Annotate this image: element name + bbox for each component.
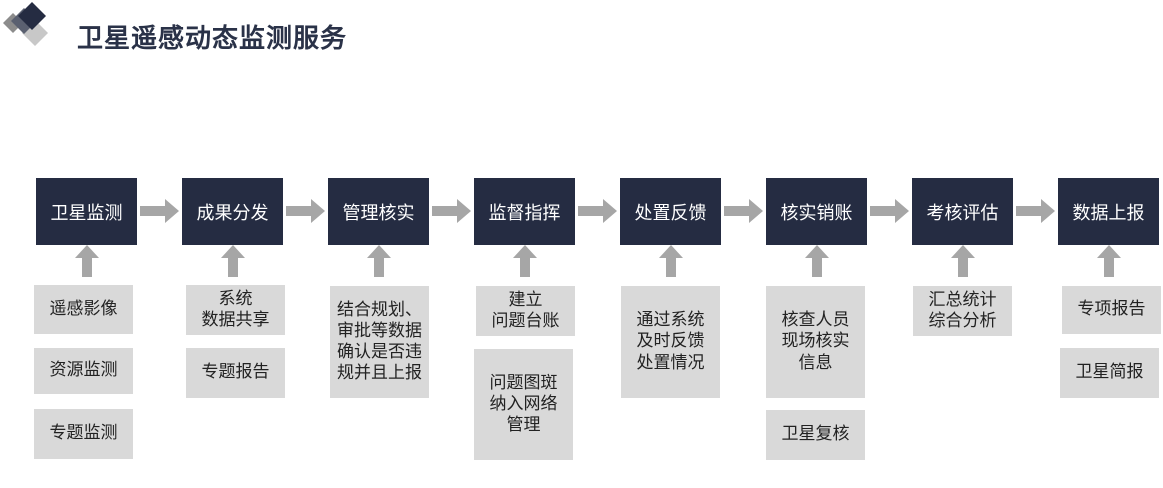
step-detail-text: 专题报告 xyxy=(202,362,270,383)
step-detail-line: 系统 xyxy=(218,288,253,309)
step-detail-text: 通过系统及时反馈处置情况 xyxy=(637,310,705,374)
step-detail-line: 卫星简报 xyxy=(1075,362,1144,383)
step-detail-line: 审批等数据 xyxy=(337,320,422,341)
step-detail-text: 汇总统计综合分析 xyxy=(929,290,997,333)
process-step: 数据上报 xyxy=(1058,178,1159,245)
process-step: 监督指挥 xyxy=(474,178,575,245)
flow-arrow-up-icon xyxy=(512,245,537,277)
process-step: 考核评估 xyxy=(912,178,1013,245)
logo-icon xyxy=(3,2,48,46)
step-detail-box: 卫星简报 xyxy=(1060,348,1159,398)
flow-arrow-right-icon xyxy=(140,199,179,223)
step-detail-line: 遥感影像 xyxy=(49,298,118,319)
step-detail-text: 专题监测 xyxy=(50,423,118,444)
step-detail-line: 及时反馈 xyxy=(636,331,705,352)
page-title: 卫星遥感动态监测服务 xyxy=(77,24,348,54)
step-detail-box: 核查人员现场核实信息 xyxy=(766,286,865,398)
step-detail-text: 建立问题台账 xyxy=(492,290,560,333)
step-detail-line: 结合规划、 xyxy=(337,299,422,320)
step-detail-text: 系统数据共享 xyxy=(202,289,270,332)
step-detail-line: 资源监测 xyxy=(49,360,118,381)
flow-arrow-up-icon xyxy=(950,245,975,277)
step-detail-text: 卫星复核 xyxy=(782,424,850,445)
step-detail-line: 综合分析 xyxy=(928,311,997,331)
step-detail-line: 建立 xyxy=(508,289,543,310)
flow-arrow-up-icon xyxy=(804,245,829,277)
step-detail-box: 建立问题台账 xyxy=(476,286,575,336)
step-detail-line: 通过系统 xyxy=(636,310,705,331)
flow-arrow-up-icon xyxy=(366,245,391,277)
flow-arrow-right-icon xyxy=(578,199,617,223)
step-detail-line: 问题台账 xyxy=(491,311,560,331)
step-detail-line: 问题图斑 xyxy=(489,372,558,393)
step-detail-text: 核查人员现场核实信息 xyxy=(782,310,850,374)
process-step: 处置反馈 xyxy=(620,178,721,245)
step-detail-line: 专项报告 xyxy=(1077,299,1146,320)
step-detail-line: 处置情况 xyxy=(636,352,705,373)
step-detail-line: 核查人员 xyxy=(781,310,850,331)
step-detail-box: 问题图斑纳入网络管理 xyxy=(474,349,573,460)
flow-arrow-right-icon xyxy=(432,199,471,223)
flow-arrow-right-icon xyxy=(1016,199,1055,223)
flow-arrow-up-icon xyxy=(658,245,683,277)
step-detail-box: 专项报告 xyxy=(1062,286,1161,334)
flow-arrow-right-icon xyxy=(286,199,325,223)
flow-arrow-up-icon xyxy=(1096,245,1121,277)
step-detail-box: 遥感影像 xyxy=(34,285,133,334)
process-step: 成果分发 xyxy=(182,178,283,245)
step-detail-text: 问题图斑纳入网络管理 xyxy=(490,373,558,437)
step-detail-line: 信息 xyxy=(798,352,833,373)
step-detail-line: 纳入网络 xyxy=(489,393,558,414)
step-detail-line: 现场核实 xyxy=(781,331,850,352)
step-detail-text: 卫星简报 xyxy=(1076,362,1144,383)
step-detail-line: 管理 xyxy=(506,415,541,436)
flow-arrow-up-icon xyxy=(220,245,245,277)
step-detail-box: 卫星复核 xyxy=(766,410,865,460)
process-step: 管理核实 xyxy=(328,178,429,245)
step-detail-text: 遥感影像 xyxy=(50,299,118,320)
step-detail-line: 卫星复核 xyxy=(781,424,850,445)
process-step: 核实销账 xyxy=(766,178,867,245)
step-detail-box: 结合规划、审批等数据确认是否违规并且上报 xyxy=(330,286,429,398)
step-detail-box: 汇总统计综合分析 xyxy=(913,286,1012,336)
step-detail-line: 专题报告 xyxy=(201,362,270,383)
flow-arrow-right-icon xyxy=(724,199,763,223)
step-detail-box: 专题报告 xyxy=(186,348,285,398)
step-detail-box: 通过系统及时反馈处置情况 xyxy=(621,286,720,398)
step-detail-line: 规并且上报 xyxy=(337,363,422,384)
step-detail-line: 汇总统计 xyxy=(928,289,997,310)
step-detail-line: 确认是否违 xyxy=(337,342,422,362)
step-detail-box: 资源监测 xyxy=(34,348,133,394)
flow-arrow-right-icon xyxy=(870,199,909,223)
flow-arrow-up-icon xyxy=(74,245,99,277)
step-detail-line: 数据共享 xyxy=(201,310,270,330)
step-detail-text: 资源监测 xyxy=(50,360,118,381)
step-detail-box: 系统数据共享 xyxy=(186,285,285,335)
step-detail-line: 专题监测 xyxy=(49,423,118,444)
process-step: 卫星监测 xyxy=(36,178,137,245)
step-detail-box: 专题监测 xyxy=(34,409,133,459)
step-detail-text: 专项报告 xyxy=(1078,299,1146,320)
step-detail-text: 结合规划、审批等数据确认是否违规并且上报 xyxy=(337,300,422,385)
